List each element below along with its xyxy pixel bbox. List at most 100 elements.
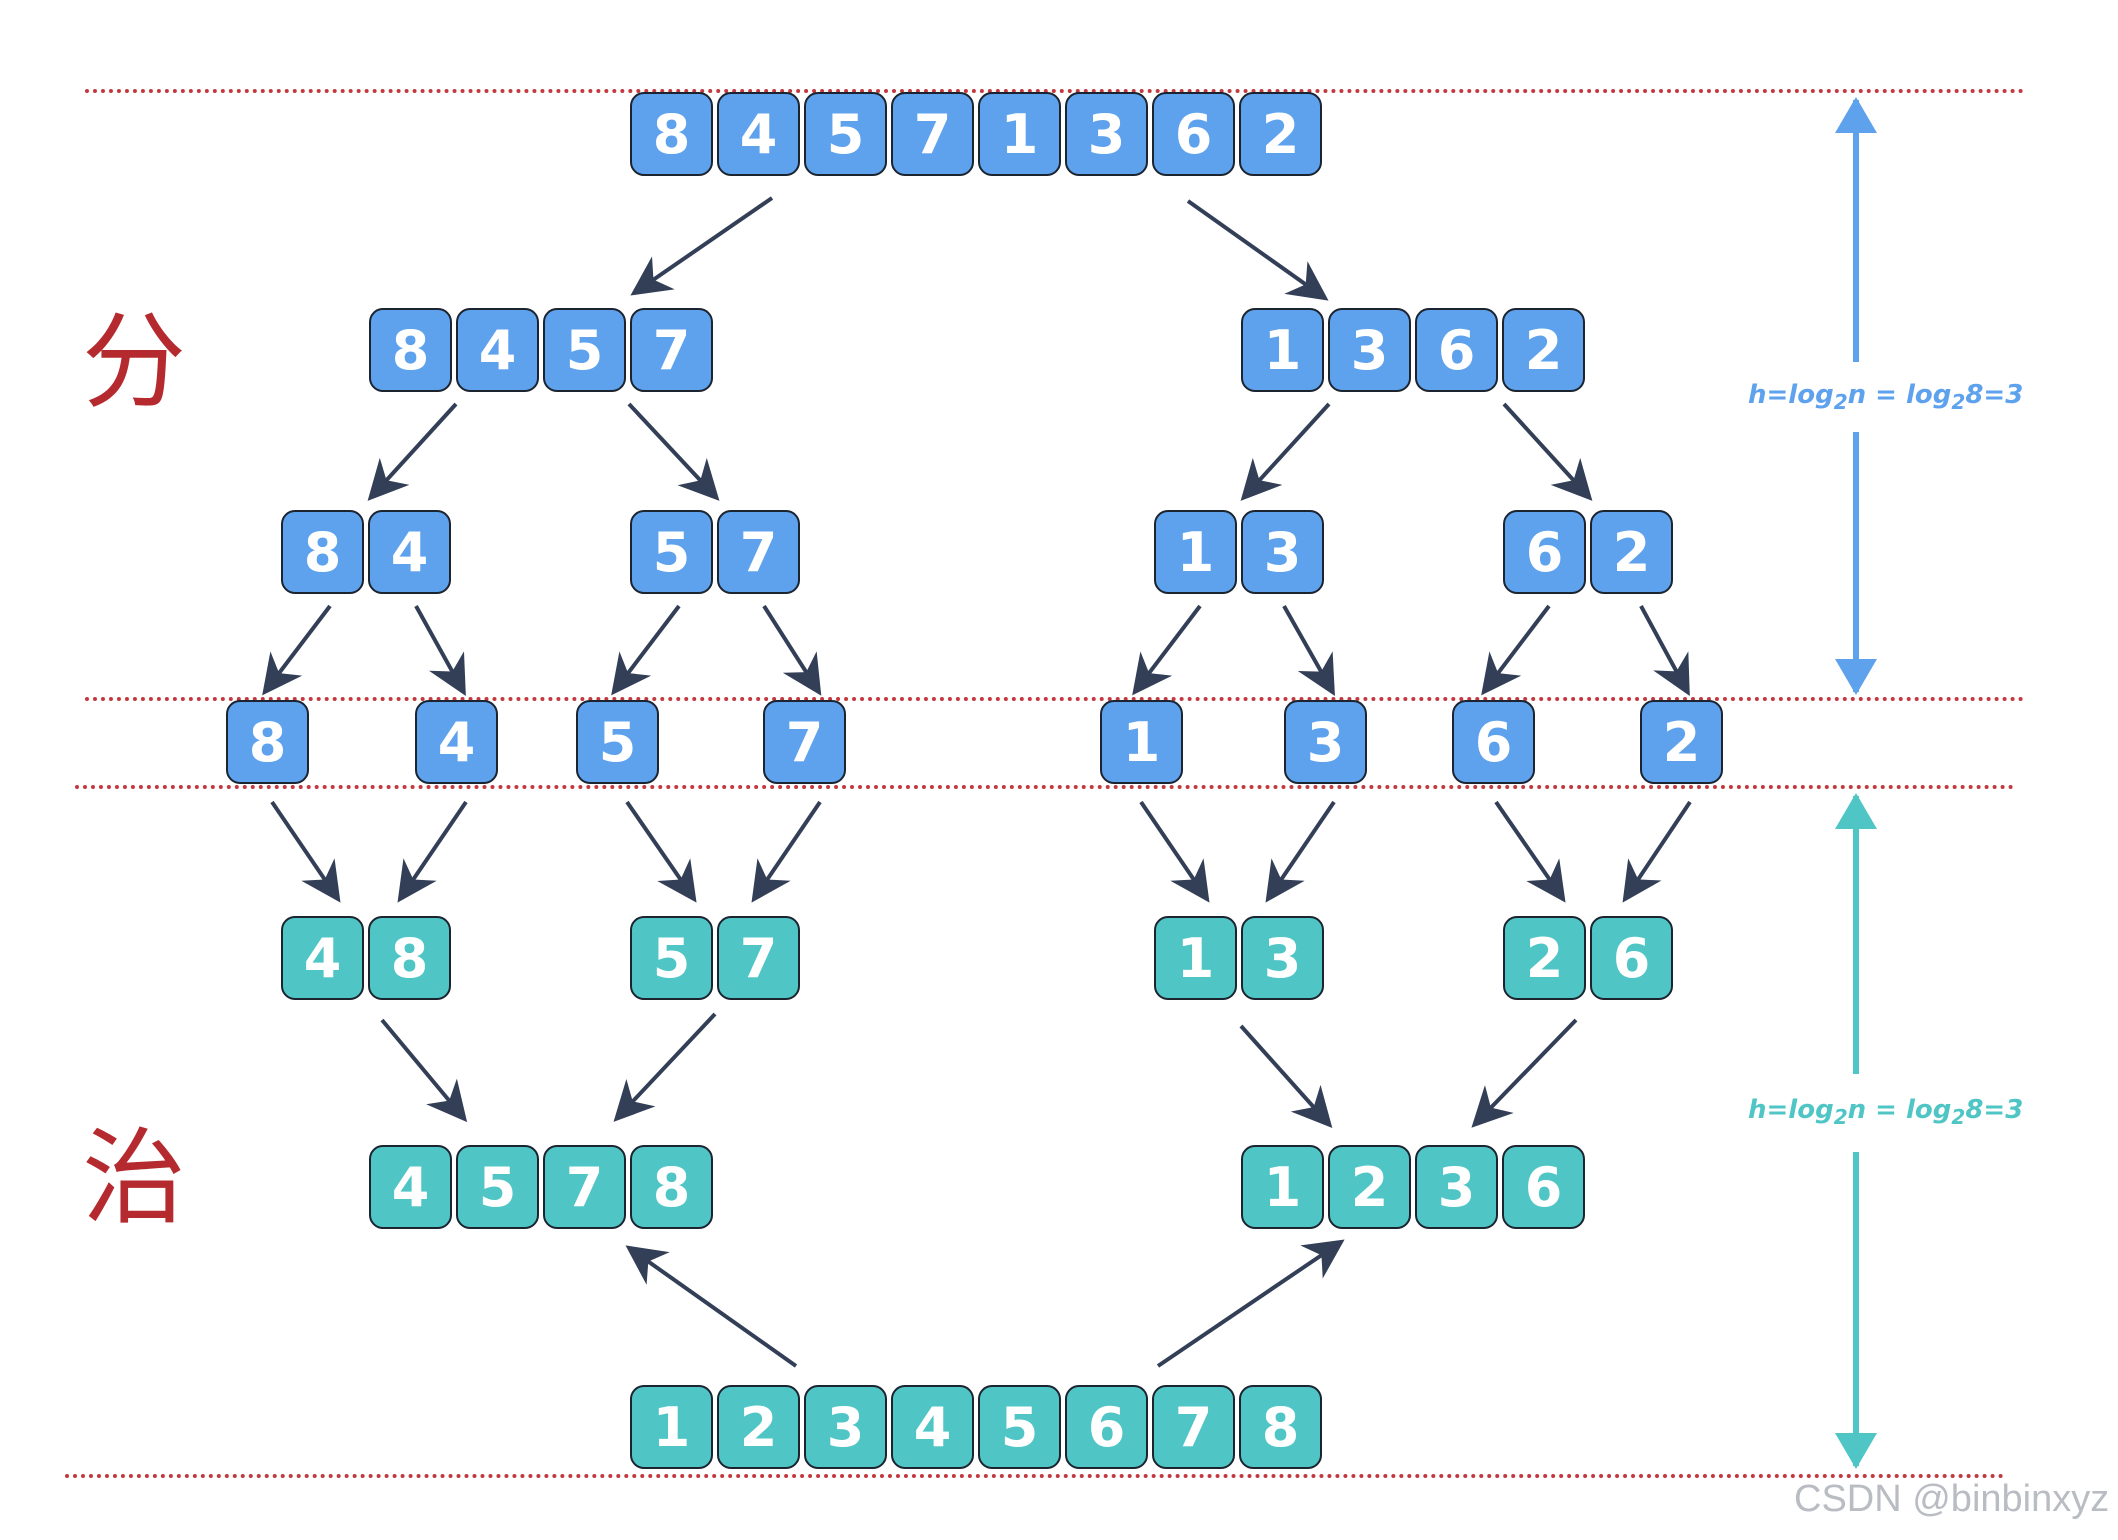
merge-level1-group: 4 8 (281, 916, 451, 1004)
array-cell: 7 (717, 510, 800, 594)
array-cell: 3 (804, 1385, 887, 1469)
arrow-divide (611, 604, 681, 696)
divide-level3-group: 6 (1452, 700, 1535, 788)
array-cell: 1 (1154, 510, 1237, 594)
array-cell: 8 (369, 308, 452, 392)
separator-merge-start (75, 785, 2015, 789)
array-cell: 1 (1154, 916, 1237, 1000)
array-cell: 8 (281, 510, 364, 594)
arrow-merge (270, 800, 341, 903)
array-cell: 5 (543, 308, 626, 392)
array-cell: 4 (281, 916, 364, 1000)
separator-bottom (65, 1474, 2005, 1478)
divide-level3-group: 1 (1100, 700, 1183, 788)
array-cell: 3 (1415, 1145, 1498, 1229)
array-cell: 8 (368, 916, 451, 1000)
divide-level2-group: 8 4 (281, 510, 451, 598)
array-cell: 6 (1590, 916, 1673, 1000)
array-cell: 5 (456, 1145, 539, 1229)
array-cell: 5 (804, 92, 887, 176)
merge-level1-group: 2 6 (1503, 916, 1673, 1004)
array-cell: 4 (369, 1145, 452, 1229)
divide-level3-group: 2 (1640, 700, 1723, 788)
arrow-merge (625, 1245, 798, 1368)
arrow-divide (1481, 604, 1551, 696)
arrow-divide (630, 196, 774, 296)
array-cell: 2 (1328, 1145, 1411, 1229)
divide-level0-group: 8 4 5 7 1 3 6 2 (630, 92, 1322, 180)
array-cell: 8 (1239, 1385, 1322, 1469)
divide-level2-group: 1 3 (1154, 510, 1324, 598)
arrow-merge (397, 800, 468, 903)
merge-level2-group-right: 1 2 3 6 (1241, 1145, 1585, 1233)
array-cell: 8 (226, 700, 309, 784)
array-cell: 7 (630, 308, 713, 392)
arrow-divide (367, 402, 458, 501)
array-cell: 6 (1452, 700, 1535, 784)
arrow-merge (1265, 800, 1336, 903)
array-cell: 3 (1328, 308, 1411, 392)
array-cell: 3 (1241, 510, 1324, 594)
arrow-divide (1282, 605, 1335, 696)
merge-level1-group: 1 3 (1154, 916, 1324, 1004)
height-label-conquer: h=log2n = log28=3 (1748, 1091, 2024, 1134)
arrow-merge (751, 800, 822, 903)
array-cell: 2 (1503, 916, 1586, 1000)
merge-level2-group-left: 4 5 7 8 (369, 1145, 713, 1233)
array-cell: 3 (1284, 700, 1367, 784)
arrow-merge (625, 800, 697, 903)
separator-top (85, 89, 2025, 93)
array-cell: 6 (1502, 1145, 1585, 1229)
array-cell: 1 (630, 1385, 713, 1469)
arrow-merge (1494, 800, 1566, 903)
array-cell: 4 (415, 700, 498, 784)
array-cell: 1 (978, 92, 1061, 176)
arrow-divide (1132, 604, 1202, 696)
array-cell: 2 (1640, 700, 1723, 784)
arrow-divide (762, 604, 822, 696)
divide-level1-group-left: 8 4 5 7 (369, 308, 713, 396)
arrow-merge (380, 1018, 468, 1123)
divide-level3-group: 3 (1284, 700, 1367, 788)
divide-level3-group: 4 (415, 700, 498, 788)
separator-divide-end (85, 697, 2025, 701)
array-cell: 5 (978, 1385, 1061, 1469)
arrow-divide (1502, 402, 1593, 501)
arrow-divide (627, 402, 720, 501)
arrow-divide (1639, 605, 1690, 697)
array-cell: 3 (1241, 916, 1324, 1000)
arrow-divide (1186, 199, 1329, 301)
arrow-merge (1239, 1024, 1333, 1128)
arrow-divide (414, 605, 466, 696)
array-cell: 4 (891, 1385, 974, 1469)
divide-level3-group: 8 (226, 700, 309, 788)
array-cell: 4 (717, 92, 800, 176)
array-cell: 5 (630, 916, 713, 1000)
array-cell: 7 (717, 916, 800, 1000)
array-cell: 7 (1152, 1385, 1235, 1469)
divide-level2-group: 6 2 (1503, 510, 1673, 598)
arrow-divide (1240, 402, 1331, 501)
array-cell: 4 (368, 510, 451, 594)
array-cell: 4 (456, 308, 539, 392)
array-cell: 8 (630, 1145, 713, 1229)
merge-level1-group: 5 7 (630, 916, 800, 1004)
array-cell: 1 (1100, 700, 1183, 784)
array-cell: 1 (1241, 308, 1324, 392)
arrow-merge (1471, 1018, 1578, 1128)
array-cell: 2 (1502, 308, 1585, 392)
array-cell: 6 (1065, 1385, 1148, 1469)
array-cell: 7 (763, 700, 846, 784)
array-cell: 6 (1503, 510, 1586, 594)
divide-level2-group: 5 7 (630, 510, 800, 598)
array-cell: 5 (630, 510, 713, 594)
array-cell: 1 (1241, 1145, 1324, 1229)
divide-level1-group-right: 1 3 6 2 (1241, 308, 1585, 396)
array-cell: 7 (891, 92, 974, 176)
arrow-merge (1156, 1239, 1345, 1368)
arrow-merge (1139, 800, 1210, 903)
divide-phase-label: 分 (82, 301, 187, 423)
array-cell: 5 (576, 700, 659, 784)
